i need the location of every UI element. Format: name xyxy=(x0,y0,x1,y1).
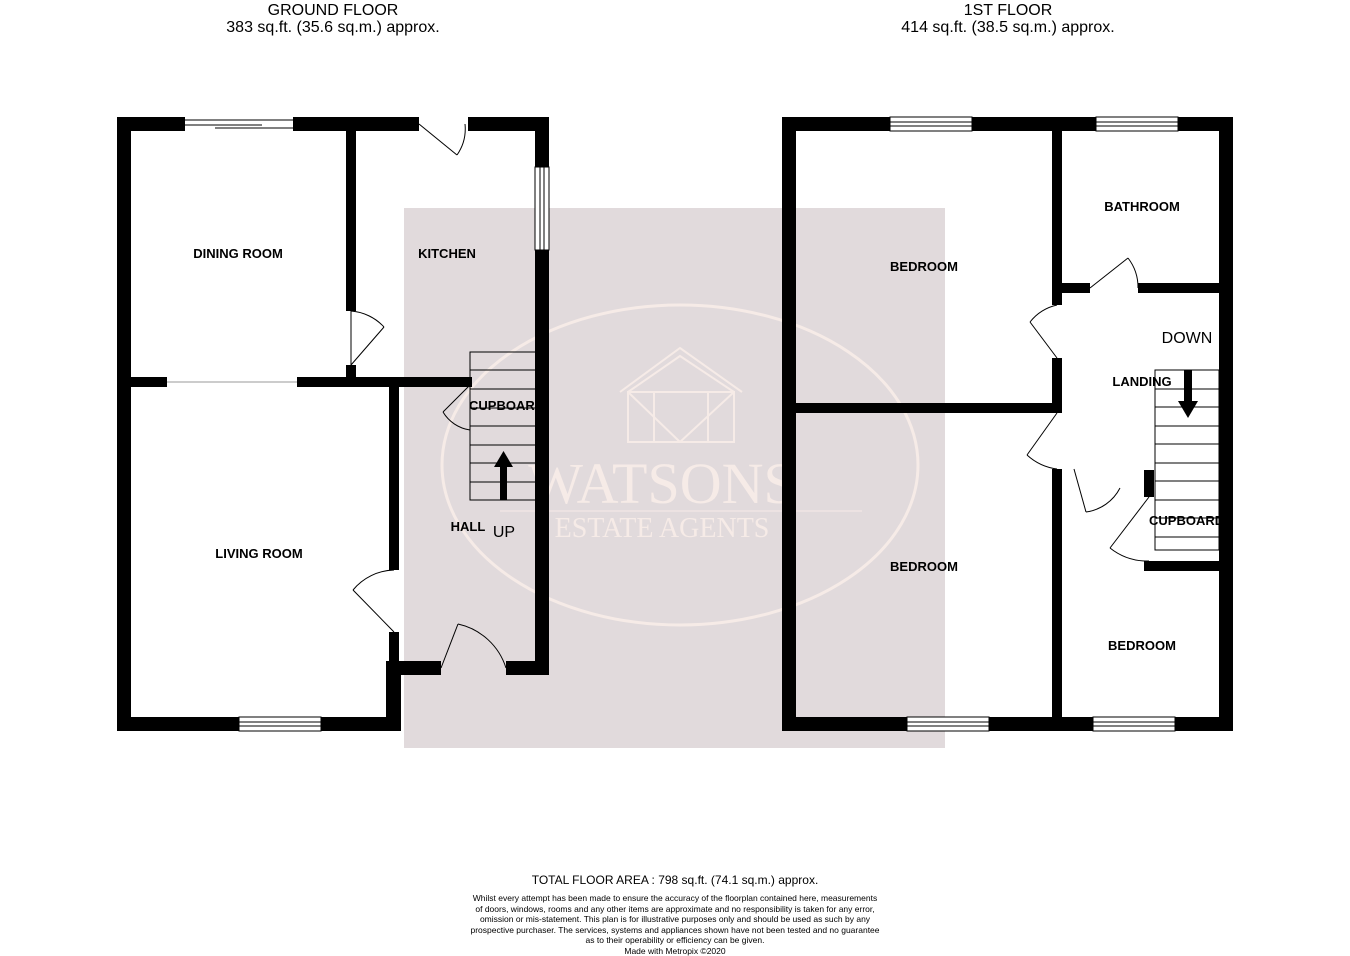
watermark-tagline: ESTATE AGENTS xyxy=(555,513,770,544)
kitchen-door xyxy=(418,123,458,156)
disclaimer-line: of doors, windows, rooms and any other i… xyxy=(475,903,875,914)
watermark-house-icon xyxy=(619,346,743,443)
first-floor-title: 1ST FLOOR xyxy=(963,2,1053,19)
bedroom-2-window xyxy=(906,716,990,732)
landing-label: LANDING xyxy=(1112,374,1171,389)
ground-floor-header: GROUND FLOOR 383 sq.ft. (35.6 sq.m.) app… xyxy=(183,2,483,36)
disclaimer-line: omission or mis-statement. This plan is … xyxy=(479,914,871,924)
watermark-panel xyxy=(404,208,945,748)
front-door xyxy=(440,623,459,669)
disclaimer-line: Whilst every attempt has been made to en… xyxy=(472,893,878,903)
disclaimer-line: prospective purchaser. The services, sys… xyxy=(470,924,880,935)
ground-floor-title: GROUND FLOOR xyxy=(267,2,399,19)
watermark-ellipse xyxy=(440,303,920,627)
first-floor-header: 1ST FLOOR 414 sq.ft. (38.5 sq.m.) approx… xyxy=(858,2,1158,36)
bedroom-3-window xyxy=(1092,716,1176,732)
cupboard-door xyxy=(442,384,471,413)
living-room-window xyxy=(238,716,322,732)
up-label: UP xyxy=(493,524,515,541)
bathroom-door xyxy=(1089,257,1129,289)
first-floor-cupboard-door xyxy=(1109,496,1150,549)
dining-room-label: DINING ROOM xyxy=(193,246,283,261)
down-label: DOWN xyxy=(1162,330,1213,347)
bedroom-1-door xyxy=(1029,321,1058,359)
watermark: WATSONS ESTATE AGENTS xyxy=(404,208,945,748)
bedroom-3-door xyxy=(1073,468,1087,513)
cupboard-label: CUPBOARD xyxy=(469,398,544,413)
made-with-credit: Made with Metropix ©2020 xyxy=(624,945,726,956)
bedroom-2-label: BEDROOM xyxy=(890,559,958,574)
first-floor-stairs xyxy=(1154,369,1220,551)
first-floor-walls xyxy=(782,117,1233,731)
first-floor-area: 414 sq.ft. (38.5 sq.m.) approx. xyxy=(901,19,1115,36)
ground-floor-walls xyxy=(117,117,549,731)
bedroom-1-window xyxy=(889,116,973,132)
disclaimer: Whilst every attempt has been made to en… xyxy=(450,893,900,946)
bedroom-2-door xyxy=(1026,412,1058,456)
hall-label: HALL xyxy=(451,519,486,534)
living-room-label: LIVING ROOM xyxy=(215,546,302,561)
ground-floor-fittings xyxy=(167,119,550,732)
bathroom-window xyxy=(1095,116,1179,132)
cupboard-label-clip: CUPBOARD xyxy=(469,398,544,413)
ground-floor-area: 383 sq.ft. (35.6 sq.m.) approx. xyxy=(226,19,440,36)
dining-door xyxy=(350,326,385,366)
first-floor-fittings xyxy=(889,116,1220,732)
kitchen-window xyxy=(534,166,550,251)
kitchen-label: KITCHEN xyxy=(418,246,476,261)
disclaimer-line: as to their operability or efficiency ca… xyxy=(585,935,765,945)
bedroom-1-label: BEDROOM xyxy=(890,259,958,274)
bedroom-3-label: BEDROOM xyxy=(1108,638,1176,653)
total-floor-area: TOTAL FLOOR AREA : 798 sq.ft. (74.1 sq.m… xyxy=(531,873,819,887)
footer: TOTAL FLOOR AREA : 798 sq.ft. (74.1 sq.m… xyxy=(450,873,900,956)
bathroom-label: BATHROOM xyxy=(1104,199,1180,214)
first-floor-cupboard-label: CUPBOARD xyxy=(1149,513,1224,528)
living-room-door xyxy=(352,589,395,633)
down-arrow-icon xyxy=(1178,370,1198,418)
first-floor-plan: BEDROOM BATHROOM DOWN LANDING BEDROOM BE… xyxy=(782,116,1233,732)
up-arrow-icon xyxy=(494,451,513,500)
ground-floor-plan: DINING ROOM KITCHEN LIVING ROOM HALL UP … xyxy=(117,117,550,732)
watermark-brand: WATSONS xyxy=(528,451,796,516)
first-floor-cupboard-label-clip: CUPBOARD xyxy=(1149,513,1224,528)
